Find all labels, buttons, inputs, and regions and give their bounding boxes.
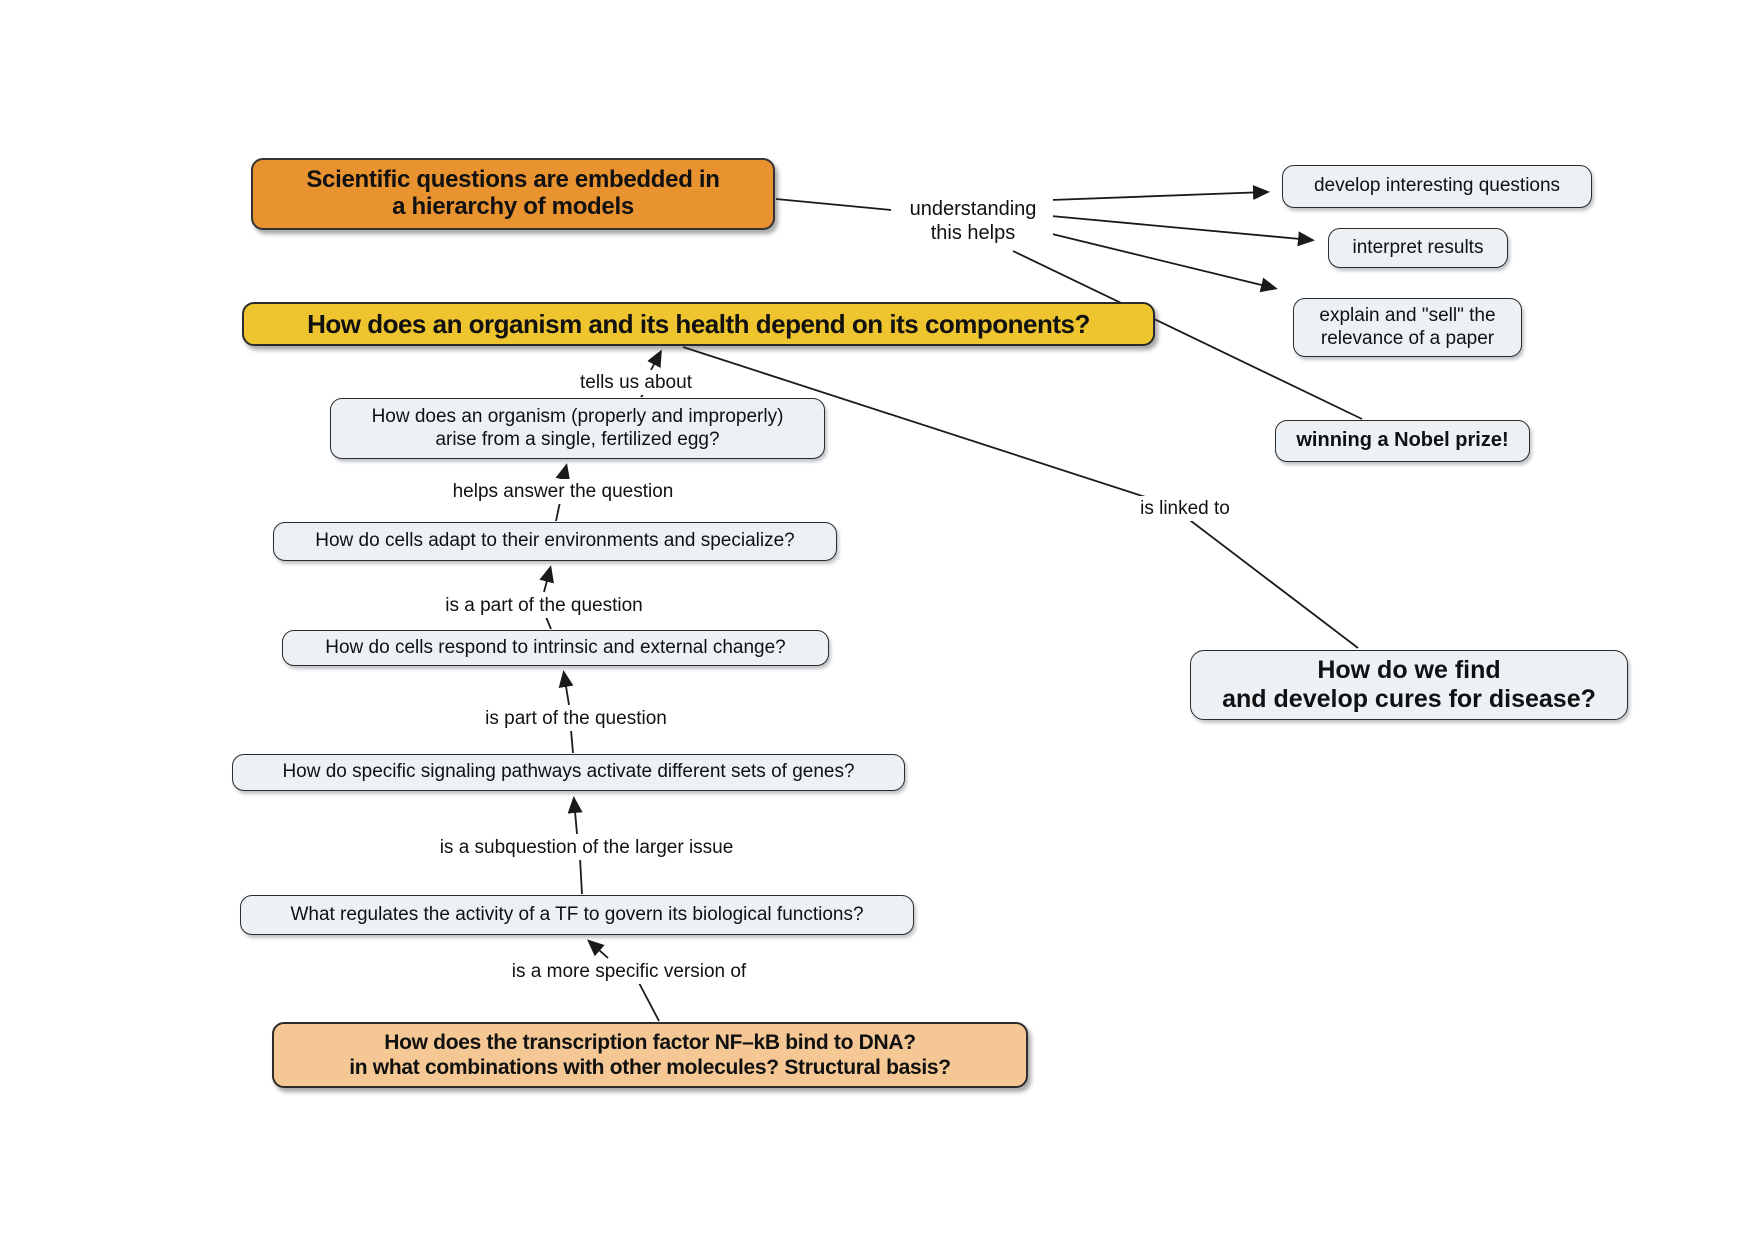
edge-label-is-part[interactable]: is part of the question — [461, 706, 691, 732]
edge-adapt-to-label-helps — [555, 501, 561, 522]
node-interpret-results[interactable]: interpret results — [1328, 228, 1508, 268]
edge-organism-to-cures — [682, 346, 1359, 649]
edge-label-subquestion[interactable]: is a subquestion of the larger issue — [407, 835, 766, 861]
edge-label-understanding-this-helps[interactable]: understanding this helps — [893, 196, 1053, 246]
edge-root-to-understanding — [775, 198, 892, 211]
node-cures-disease[interactable]: How do we find and develop cures for dis… — [1190, 650, 1628, 720]
node-tf-regulation[interactable]: What regulates the activity of a TF to g… — [240, 895, 914, 935]
node-organism-health[interactable]: How does an organism and its health depe… — [242, 302, 1155, 346]
node-develop-questions[interactable]: develop interesting questions — [1282, 165, 1592, 208]
node-nfkb[interactable]: How does the transcription factor NF–kB … — [272, 1022, 1028, 1088]
node-explain-sell[interactable]: explain and "sell" the relevance of a pa… — [1293, 298, 1522, 357]
edge-label-tells-to-organism — [647, 349, 662, 371]
node-scientific-questions[interactable]: Scientific questions are embedded in a h… — [251, 158, 775, 230]
node-nobel-prize[interactable]: winning a Nobel prize! — [1275, 420, 1530, 462]
edge-label-specific-to-tf — [587, 939, 609, 959]
edge-respond-to-label-isapart — [545, 616, 552, 630]
node-cells-adapt[interactable]: How do cells adapt to their environments… — [273, 522, 837, 561]
edge-tf-to-label-subq — [579, 857, 583, 895]
node-fertilized-egg[interactable]: How does an organism (properly and impro… — [330, 398, 825, 459]
edge-understanding-to-nobel — [1012, 250, 1363, 420]
node-signaling-pathways[interactable]: How do specific signaling pathways activ… — [232, 754, 905, 791]
edge-label-subq-to-pathways — [567, 796, 583, 835]
edge-label-is-a-part[interactable]: is a part of the question — [424, 593, 664, 619]
edge-label-isapart-to-adapt — [539, 565, 554, 593]
edge-label-ispart-to-respond — [558, 670, 574, 706]
edge-nfkb-to-label-specific — [638, 982, 660, 1022]
edge-label-is-linked-to[interactable]: is linked to — [1122, 496, 1248, 522]
edge-understanding-to-interpret — [1050, 215, 1315, 247]
edge-label-tells-us-about[interactable]: tells us about — [563, 370, 709, 396]
edge-label-helps-answer[interactable]: helps answer the question — [436, 479, 690, 505]
node-cells-respond[interactable]: How do cells respond to intrinsic and ex… — [282, 630, 829, 666]
edge-understanding-to-develop — [1050, 184, 1270, 201]
edge-pathways-to-label-ispart — [570, 729, 574, 754]
edge-label-helps-to-egg — [555, 463, 571, 482]
edge-label-more-specific[interactable]: is a more specific version of — [486, 959, 772, 985]
edge-understanding-to-explain — [1047, 232, 1278, 293]
